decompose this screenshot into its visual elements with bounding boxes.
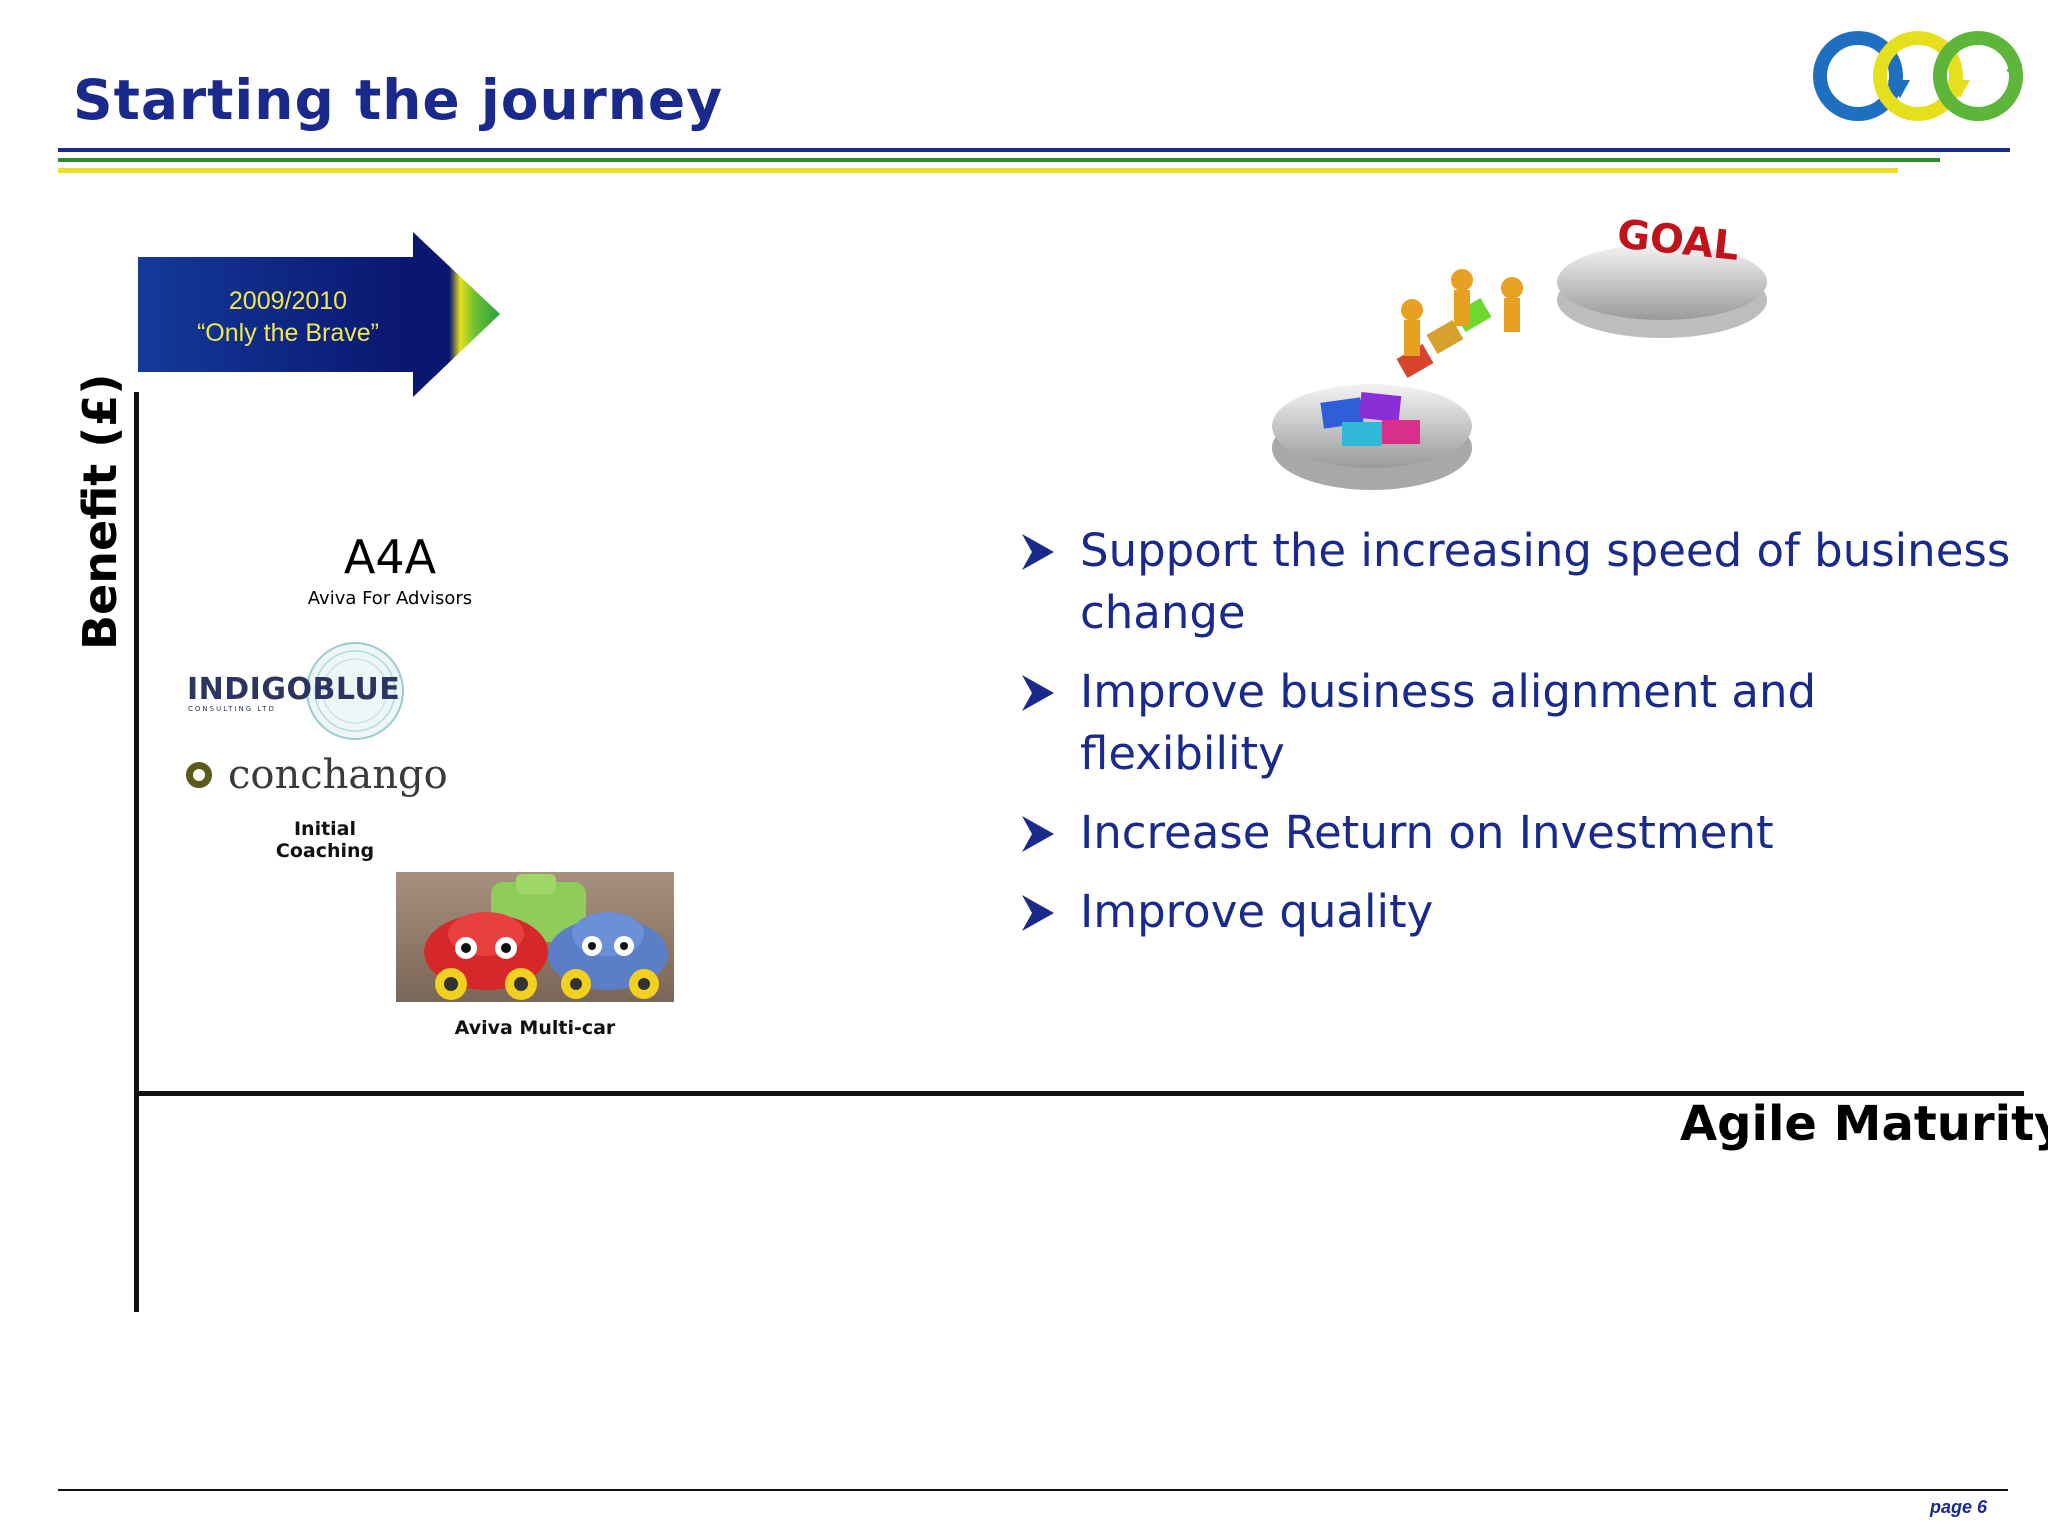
x-axis-label: Agile Maturity xyxy=(1680,1096,2048,1152)
conchango-logo-text: conchango xyxy=(228,752,448,798)
logo-rings-icon xyxy=(1813,31,2023,121)
bullet-text: Improve quality xyxy=(1080,885,1434,938)
list-item: Increase Return on Investment xyxy=(1018,802,2018,864)
page-number: page 6 xyxy=(1930,1497,1988,1517)
header-rule-green xyxy=(58,158,1940,162)
indigoblue-logo-text: INDIGOBLUE xyxy=(187,672,401,707)
a4a-subtitle: Aviva For Advisors xyxy=(307,588,473,609)
benefits-list: Support the increasing speed of business… xyxy=(1018,520,2018,960)
goal-puzzle-image: GOAL xyxy=(1272,211,1767,490)
timeline-year: 2009/2010 xyxy=(228,287,348,315)
header-rule-yellow xyxy=(58,168,1898,173)
timeline-arrow-label: 2009/2010 “Only the Brave” xyxy=(138,285,438,349)
conchango-logo-icon xyxy=(186,762,212,788)
arrow-bullet-icon xyxy=(1022,816,1054,852)
list-item: Support the increasing speed of business… xyxy=(1018,520,2018,644)
arrow-bullet-icon xyxy=(1022,895,1054,931)
a4a-title: A4A xyxy=(343,530,437,584)
header-rule-navy xyxy=(58,148,2010,152)
bullet-text: Improve business alignment and flexibili… xyxy=(1080,665,1817,780)
indigoblue-logo-icon xyxy=(306,642,404,740)
arrow-bullet-icon xyxy=(1022,675,1054,711)
y-axis-label: Benefit (£) xyxy=(73,373,127,650)
slide-title: Starting the journey xyxy=(73,68,724,132)
bullet-text: Support the increasing speed of business… xyxy=(1080,524,2011,639)
aviva-multicar-label: Aviva Multi-car xyxy=(454,1017,616,1039)
initial-coaching-label: Initial Coaching xyxy=(275,818,375,862)
indigoblue-logo-subtext: CONSULTING LTD xyxy=(188,705,276,713)
list-item: Improve business alignment and flexibili… xyxy=(1018,661,2018,785)
footer-rule xyxy=(58,1489,2008,1491)
list-item: Improve quality xyxy=(1018,881,2018,943)
bullet-text: Increase Return on Investment xyxy=(1080,806,1774,859)
timeline-arrow xyxy=(138,232,500,397)
toy-cars-image xyxy=(396,872,674,1002)
x-axis xyxy=(134,1091,2024,1096)
timeline-motto: “Only the Brave” xyxy=(196,319,379,347)
arrow-bullet-icon xyxy=(1022,534,1054,570)
y-axis xyxy=(134,392,139,1312)
